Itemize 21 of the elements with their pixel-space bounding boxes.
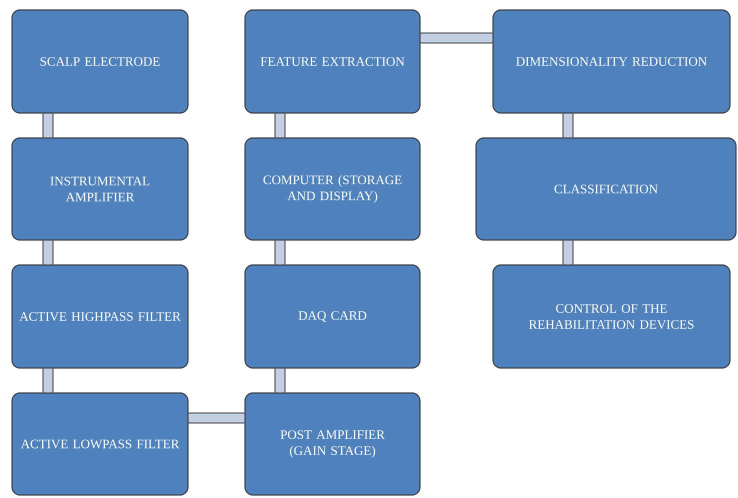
connector-bar	[274, 368, 286, 392]
process-box: ACTIVE HIGHPASS FILTER	[11, 264, 189, 369]
connector-bar	[562, 240, 574, 264]
process-box: CLASSIFICATION	[475, 137, 737, 241]
process-box: ACTIVE LOWPASS FILTER	[11, 392, 189, 496]
connector-bar	[420, 32, 492, 44]
process-box: CONTROL OF THE REHABILITATION DEVICES	[492, 264, 731, 369]
connector-bar	[274, 240, 286, 264]
process-box: INSTRUMENTAL AMPLIFIER	[11, 137, 189, 241]
connector-bar	[274, 114, 286, 138]
connector-bar	[562, 114, 574, 138]
connector-bar	[188, 412, 244, 424]
process-box: SCALP ELECTRODE	[11, 9, 189, 114]
connector-bar	[42, 368, 54, 392]
process-box: FEATURE EXTRACTION	[244, 9, 421, 114]
process-box: POST AMPLIFIER (GAIN STAGE)	[244, 392, 421, 496]
connector-bar	[42, 240, 54, 264]
process-box: COMPUTER (STORAGE AND DISPLAY)	[244, 137, 421, 241]
connector-bar	[42, 114, 54, 138]
process-box: DAQ CARD	[244, 264, 421, 369]
process-box: DIMENSIONALITY REDUCTION	[492, 9, 731, 114]
